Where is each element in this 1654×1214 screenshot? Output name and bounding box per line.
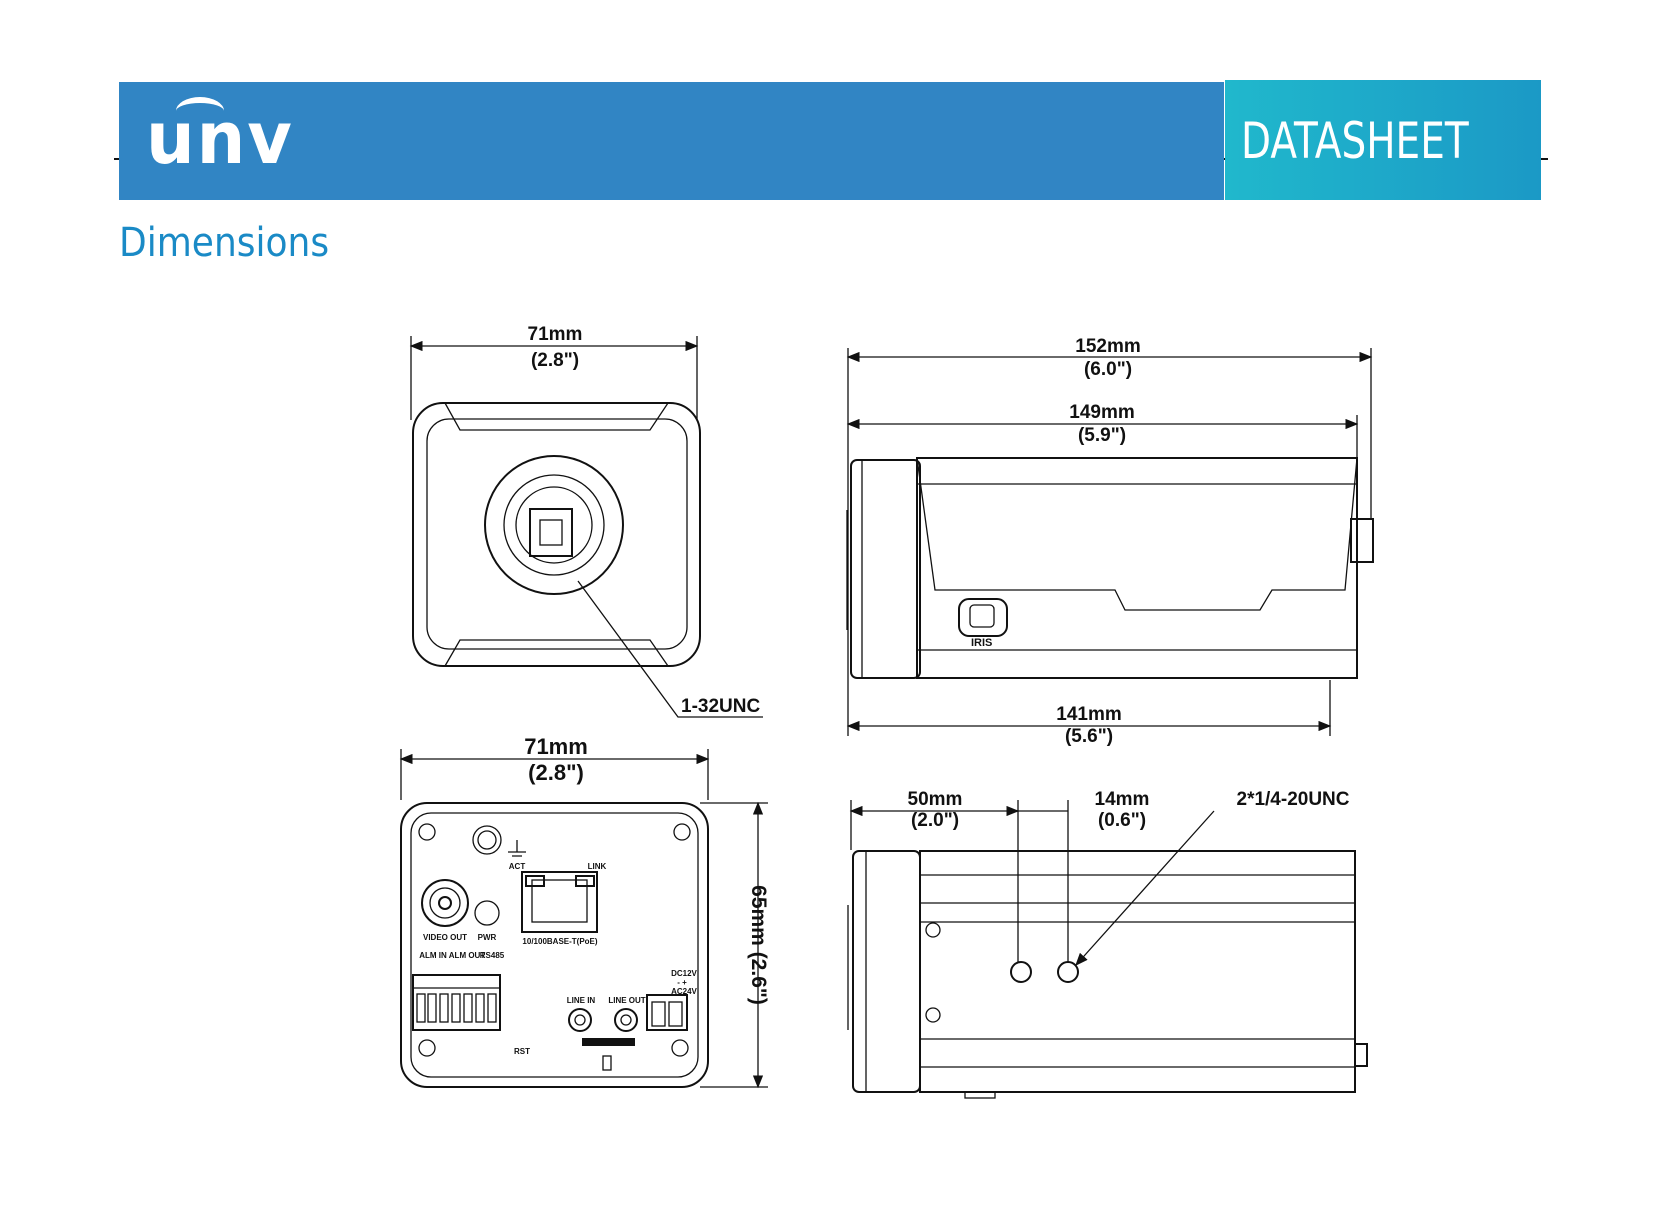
alarm-out-label: ALM OUT <box>449 951 486 960</box>
line-in-label: LINE IN <box>567 996 596 1005</box>
video-out-label: VIDEO OUT <box>423 933 467 942</box>
side-view: 152mm (6.0") 149mm (5.9") 141mm (5.6") I… <box>846 336 1374 747</box>
link-label: LINK <box>588 862 607 871</box>
total-length-mm: 152mm <box>1075 336 1141 357</box>
alarm-in-label: ALM IN <box>419 951 447 960</box>
rear-height-label: 65mm (2.6") <box>747 885 770 1005</box>
body-length-in: (5.6") <box>1065 726 1113 747</box>
unv-logo: unv <box>146 96 294 180</box>
ethernet-label: 10/100BASE-T(PoE) <box>522 937 597 946</box>
rear-view: 71mm (2.8") 65mm (2.6") ACT LINK 10/100B… <box>399 734 770 1089</box>
rs485-label: RS485 <box>480 951 505 960</box>
body-length-mm: 141mm <box>1056 704 1122 725</box>
front-width-in: (2.8") <box>531 350 579 371</box>
hole-spacing-in: (0.6") <box>1098 810 1146 831</box>
tripod-thread-label: 2*1/4-20UNC <box>1237 789 1350 810</box>
section-title: Dimensions <box>119 220 330 266</box>
front-width-mm: 71mm <box>528 324 583 345</box>
ethernet-port <box>521 871 598 933</box>
terminal-block <box>412 974 501 1031</box>
line-out-label: LINE OUT <box>608 996 645 1005</box>
polarity-label: - + <box>677 978 687 987</box>
mount-thread-label: 1-32UNC <box>681 696 760 717</box>
act-label: ACT <box>509 862 526 871</box>
shade-length-mm: 149mm <box>1069 402 1135 423</box>
rear-width-mm: 71mm <box>524 734 588 759</box>
ac-label: AC24V <box>671 987 697 996</box>
bnc-connector <box>421 879 469 927</box>
front-view: 71mm (2.8") 1-32UNC <box>409 324 763 718</box>
reset-label: RST <box>514 1047 530 1056</box>
logo-arc-icon <box>176 97 224 125</box>
mount-offset-mm: 50mm <box>908 789 963 810</box>
datasheet-badge: DATASHEET <box>1225 80 1541 200</box>
datasheet-label: DATASHEET <box>1241 112 1469 170</box>
shade-length-in: (5.9") <box>1078 425 1126 446</box>
mount-offset-in: (2.0") <box>911 810 959 831</box>
iris-label: IRIS <box>971 637 992 649</box>
dc-label: DC12V <box>671 969 697 978</box>
hole-spacing-mm: 14mm <box>1095 789 1150 810</box>
rear-width-in: (2.8") <box>528 760 584 785</box>
header-bar <box>119 82 1224 200</box>
total-length-in: (6.0") <box>1084 359 1132 380</box>
bottom-view: 50mm (2.0") 14mm (0.6") 2*1/4-20UNC <box>847 789 1368 1099</box>
pwr-label: PWR <box>478 933 497 942</box>
power-terminal <box>646 994 688 1031</box>
